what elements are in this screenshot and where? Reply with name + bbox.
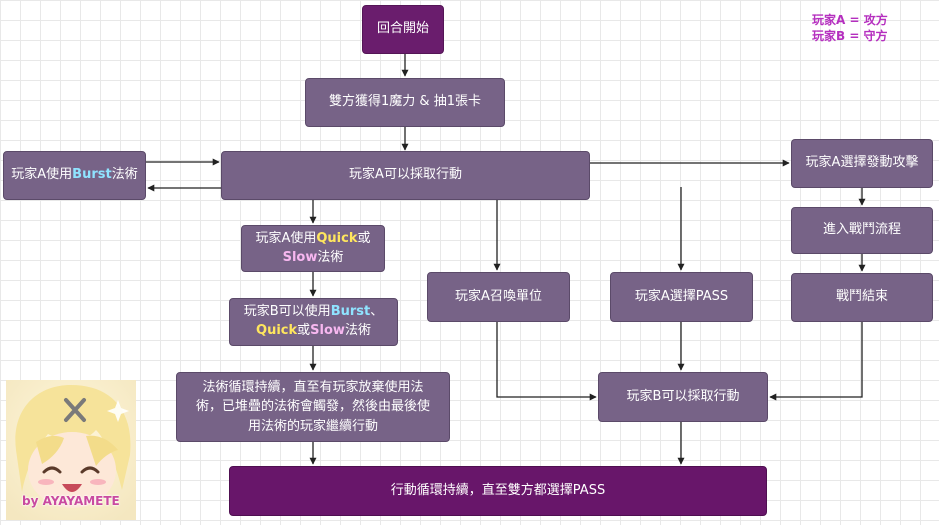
node-combat-end: 戰鬥結束 bbox=[791, 273, 933, 322]
node-a-quick-slow-pre: 玩家A使用 bbox=[255, 230, 317, 246]
edge-end-to-b-act bbox=[769, 322, 863, 401]
node-action-loop-label: 行動循環持續，直至雙方都選擇PASS bbox=[390, 482, 606, 498]
node-a-pass: 玩家A選擇PASS bbox=[610, 272, 753, 322]
keyword-slow: Slow bbox=[310, 323, 345, 338]
node-a-burst-pre: 玩家A使用 bbox=[11, 167, 73, 183]
node-action-loop: 行動循環持續，直至雙方都選擇PASS bbox=[229, 466, 767, 516]
legend-defender: 玩家B = 守方 bbox=[812, 29, 888, 43]
node-b-can-use: 玩家B可以使用Burst、 Quick或Slow法術 bbox=[229, 298, 398, 346]
node-b-can-use-pre: 玩家B可以使用 bbox=[243, 304, 331, 320]
legend: 玩家A = 攻方 玩家B = 守方 bbox=[812, 12, 922, 44]
node-round-start: 回合開始 bbox=[362, 5, 444, 54]
node-gain-mana-draw: 雙方獲得1魔力 & 抽1張卡 bbox=[305, 78, 505, 127]
node-b-can-use-post: 法術 bbox=[344, 323, 371, 338]
node-a-pass-label: 玩家A選擇PASS bbox=[634, 288, 729, 304]
node-round-start-label: 回合開始 bbox=[376, 21, 429, 37]
node-enter-combat-label: 進入戰鬥流程 bbox=[822, 222, 901, 238]
node-gain-mana-draw-label: 雙方獲得1魔力 & 抽1張卡 bbox=[329, 94, 481, 110]
node-a-attack-label: 玩家A選擇發動攻擊 bbox=[805, 155, 919, 171]
node-b-can-act: 玩家B可以採取行動 bbox=[598, 372, 768, 422]
avatar-credit: by AYAYAMETE bbox=[22, 494, 120, 508]
keyword-burst: Burst bbox=[72, 167, 112, 183]
keyword-burst: Burst bbox=[330, 304, 371, 320]
node-a-burst-post: 法術 bbox=[111, 167, 138, 183]
node-b-can-use-mid: 或 bbox=[297, 323, 311, 338]
node-b-can-use-sep: 、 bbox=[370, 304, 384, 320]
node-a-summon-label: 玩家A召喚單位 bbox=[455, 288, 542, 304]
keyword-slow: Slow bbox=[282, 249, 318, 265]
node-a-quick-slow: 玩家A使用Quick或 Slow法術 bbox=[241, 225, 385, 272]
node-spell-loop: 法術循環持續，直至有玩家放棄使用法術，已堆疊的法術會觸發，然後由最後使用法術的玩… bbox=[176, 372, 450, 442]
node-b-can-use-label: 玩家B可以使用Burst、 Quick或Slow法術 bbox=[244, 303, 383, 341]
edge-summon-to-b-act bbox=[496, 322, 597, 401]
node-a-summon: 玩家A召喚單位 bbox=[427, 272, 570, 322]
legend-attacker: 玩家A = 攻方 bbox=[812, 13, 888, 27]
node-a-can-act-label: 玩家A可以採取行動 bbox=[349, 167, 462, 183]
node-combat-end-label: 戰鬥結束 bbox=[835, 289, 888, 305]
node-a-burst-label: 玩家A使用Burst法術 bbox=[11, 166, 137, 185]
node-b-can-act-label: 玩家B可以採取行動 bbox=[626, 388, 740, 404]
node-a-quick-slow-label: 玩家A使用Quick或 Slow法術 bbox=[255, 230, 370, 268]
node-a-quick-slow-post: 法術 bbox=[317, 249, 344, 265]
node-a-can-act: 玩家A可以採取行動 bbox=[221, 151, 590, 200]
node-a-attack: 玩家A選擇發動攻擊 bbox=[791, 139, 933, 188]
node-enter-combat: 進入戰鬥流程 bbox=[791, 207, 933, 254]
keyword-quick: Quick bbox=[256, 323, 298, 338]
avatar bbox=[6, 380, 136, 520]
node-a-burst: 玩家A使用Burst法術 bbox=[3, 151, 146, 200]
keyword-quick: Quick bbox=[316, 230, 358, 246]
node-a-quick-slow-mid: 或 bbox=[357, 230, 371, 246]
node-spell-loop-label: 法術循環持續，直至有玩家放棄使用法術，已堆疊的法術會觸發，然後由最後使用法術的玩… bbox=[195, 379, 430, 434]
